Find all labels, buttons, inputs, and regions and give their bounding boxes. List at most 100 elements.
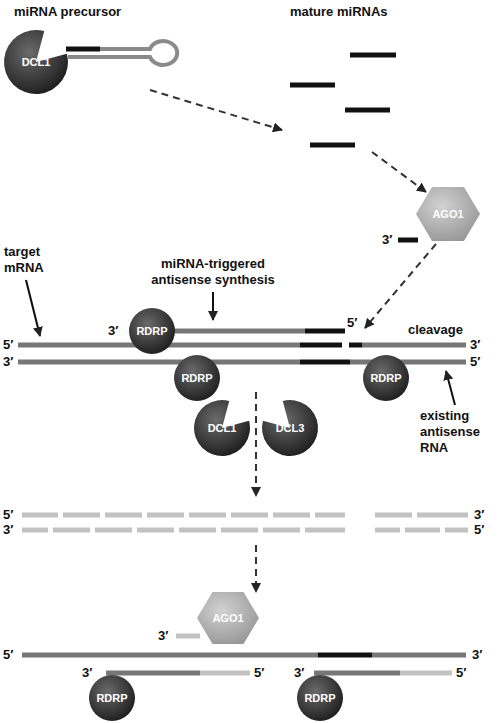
antisense-strand: [314, 671, 400, 676]
annotation-label: cleavage: [408, 322, 478, 338]
sirna-fragment: [22, 513, 58, 518]
argonaute-hexagon: AGO1: [197, 592, 259, 644]
sirna-fragment: [445, 528, 468, 533]
node-label: AGO1: [432, 208, 463, 220]
node-label: DCL3: [276, 422, 305, 434]
annotation-label: miRNA precursor: [14, 4, 164, 20]
strand-end-mark: 3′: [3, 522, 19, 538]
rdrp-circle: RDRP: [89, 675, 135, 721]
circle-shape: [129, 308, 175, 354]
target-site: [349, 343, 362, 348]
process-arrow: [255, 392, 257, 496]
node-label: AGO1: [212, 612, 243, 624]
sirna-fragment: [305, 528, 345, 533]
strand-end-mark: 5′: [456, 665, 472, 681]
strand-end-mark: 3′: [3, 354, 19, 370]
strand-end-mark: 5′: [474, 522, 490, 538]
sirna-fragment: [63, 513, 100, 518]
strand-end-mark: 3′: [108, 323, 124, 339]
mature-mirna: [350, 53, 396, 58]
rdrp-circle: RDRP: [174, 355, 220, 401]
sirna-row: [22, 528, 468, 533]
sirna-fragment: [137, 528, 174, 533]
strand-end-mark: 5′: [347, 315, 363, 331]
annotation-label: existing antisense RNA: [420, 408, 486, 456]
dicer-shape: [194, 400, 250, 456]
strand-end-mark: 3′: [474, 507, 490, 523]
sirna-fragment: [53, 528, 90, 533]
node-label: DCL1: [22, 56, 51, 68]
node-label: RDRP: [370, 372, 401, 384]
pointer-arrow: [446, 371, 455, 405]
mrna-strand: [362, 343, 466, 348]
sirna-fragment: [95, 528, 132, 533]
pointer-arrow: [26, 280, 40, 336]
sirna-primer: [400, 671, 452, 676]
mirna-segment: [66, 47, 100, 52]
sirna-fragment: [375, 513, 412, 518]
node-label: RDRP: [304, 692, 335, 704]
rdrp-circle: RDRP: [363, 355, 409, 401]
sirna-fragment: [315, 513, 345, 518]
circle-shape: [174, 355, 220, 401]
node-label: RDRP: [136, 325, 167, 337]
annotation-label: mature miRNAs: [290, 4, 440, 20]
antisense-strand: [106, 671, 200, 676]
mature-mirna: [345, 108, 390, 113]
sirna-row: [22, 513, 468, 518]
circle-shape: [363, 355, 409, 401]
antisense-strand: [18, 360, 300, 365]
annotation-label: miRNA-triggered antisense synthesis: [138, 256, 288, 288]
process-arrow: [255, 545, 257, 592]
sirna-fragment: [105, 513, 142, 518]
sirna-fragment: [179, 528, 216, 533]
node-label: DCL1: [208, 422, 237, 434]
node-label: RDRP: [181, 372, 212, 384]
rdrp-circle: RDRP: [129, 308, 175, 354]
sirna-fragment: [221, 528, 258, 533]
strand-end-mark: 3′: [470, 337, 486, 353]
strand-end-mark: 3′: [82, 665, 98, 681]
dicer-shape: [4, 30, 68, 94]
sirna-fragment: [417, 513, 468, 518]
mrna-strand: [22, 653, 318, 658]
hexagon-shape: [416, 187, 480, 241]
strand-end-mark: 5′: [3, 507, 19, 523]
sirna-fragment: [263, 528, 300, 533]
antisense-strand: [350, 360, 466, 365]
sirna-primer: [200, 671, 250, 676]
circle-shape: [89, 675, 135, 721]
sirna-fragment: [22, 528, 48, 533]
strand-end-mark: 3′: [158, 628, 174, 644]
sirna-fragment: [273, 513, 310, 518]
sirna-fragment: [189, 513, 226, 518]
mature-mirna: [310, 143, 355, 148]
sirna-fragment: [405, 528, 440, 533]
strand-end-mark: 3′: [382, 232, 398, 248]
hairpin-strand: [68, 41, 177, 65]
dicer-pacman: DCL1: [194, 400, 250, 456]
mrna-strand: [372, 653, 466, 658]
dicer-pacman: DCL3: [262, 400, 318, 456]
strand-end-mark: 3′: [472, 647, 488, 663]
process-arrow: [150, 90, 282, 130]
target-site: [300, 360, 350, 365]
sirna-fragment: [147, 513, 184, 518]
node-label: RDRP: [96, 692, 127, 704]
hexagon-shape: [197, 592, 259, 644]
argonaute-hexagon: AGO1: [416, 187, 480, 241]
sirna-fragment: [375, 528, 400, 533]
rdrp-circle: RDRP: [297, 675, 343, 721]
process-arrow: [365, 244, 436, 328]
dicer-pacman: DCL1: [4, 30, 68, 94]
strand-end-mark: 5′: [254, 665, 270, 681]
strand-end-mark: 5′: [3, 337, 19, 353]
strand-end-mark: 5′: [470, 354, 486, 370]
target-site: [300, 343, 342, 348]
loaded-sirna: [176, 634, 200, 639]
target-site: [318, 653, 372, 658]
process-arrow: [372, 152, 426, 192]
mirna-segment: [305, 329, 345, 334]
strand-end-mark: 5′: [3, 647, 19, 663]
